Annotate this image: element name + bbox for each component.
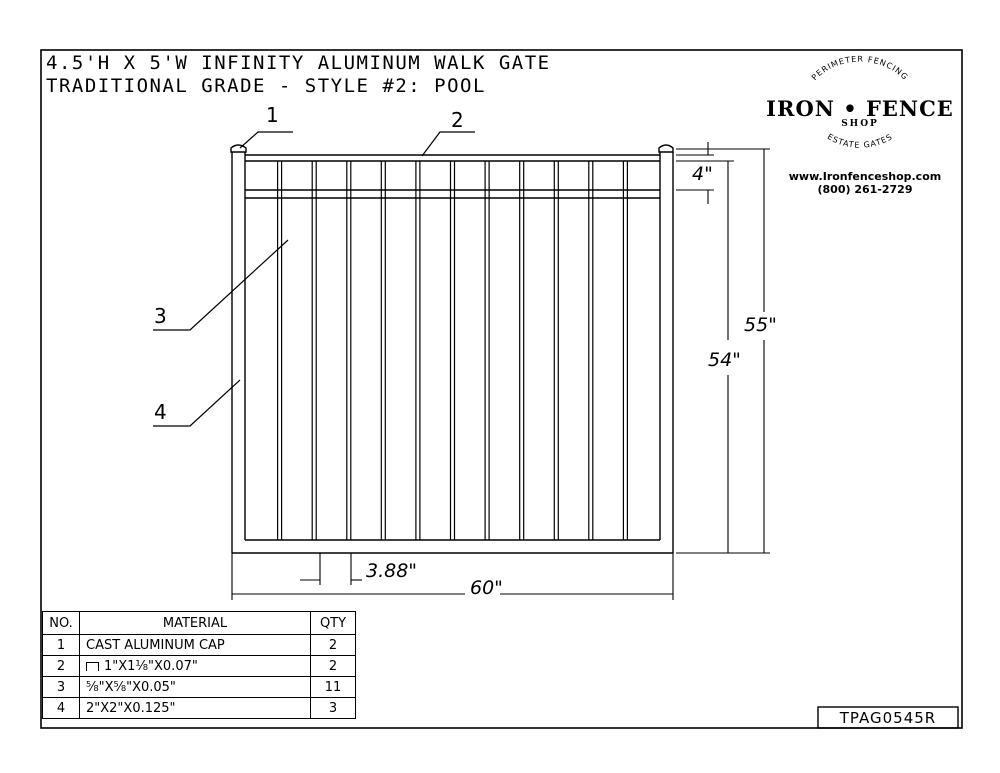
drawing-title: 4.5'H X 5'W INFINITY ALUMINUM WALK GATE: [46, 52, 551, 74]
dim-label-width: 60": [470, 577, 503, 599]
dim-frame-height: [676, 160, 770, 554]
bom-header-no: NO.: [42, 611, 80, 635]
middle-rail: [245, 189, 660, 199]
dim-label-frame-height: 54": [708, 349, 741, 371]
bom-row: 1 CAST ALUMINUM CAP 2: [42, 634, 356, 656]
post-cap: [230, 144, 674, 153]
bom-material: CAST ALUMINUM CAP: [79, 634, 311, 656]
bom-no: 1: [42, 634, 80, 656]
bom-qty: 2: [310, 655, 356, 677]
bom-material: 1"X1⅛"X0.07": [79, 655, 311, 677]
dim-label-overall-height: 55": [744, 314, 777, 336]
logo-arc-top: PERIMETER FENCING: [810, 55, 910, 82]
right-post: [659, 152, 674, 553]
logo-url: www.Ironfenceshop.com: [788, 170, 942, 183]
bom-header-row: NO. MATERIAL QTY: [42, 611, 356, 635]
bom-row: 2 1"X1⅛"X0.07" 2: [42, 655, 356, 677]
callout-leaders: [153, 131, 475, 427]
bom-header-material: MATERIAL: [79, 611, 311, 635]
dim-label-picket-spacing: 3.88": [366, 560, 418, 582]
bom-no: 4: [42, 697, 80, 719]
dim-overall-height: [676, 148, 770, 553]
logo-wordmark: IRON • FENCE: [766, 96, 954, 121]
bom-row: 3 ⅝"X⅝"X0.05" 11: [42, 676, 356, 698]
logo-phone: (800) 261-2729: [817, 183, 913, 196]
bottom-rail: [232, 539, 673, 554]
dim-picket-spacing: [300, 553, 362, 585]
channel-icon: [86, 661, 99, 671]
bom-material: 2"X2"X0.125": [79, 697, 311, 719]
drawing-number: TPAG0545R: [839, 709, 937, 727]
bom-material: ⅝"X⅝"X0.05": [79, 676, 311, 698]
bom-no: 3: [42, 676, 80, 698]
dim-label-rail-gap: 4": [692, 163, 713, 185]
bom-header-qty: QTY: [310, 611, 356, 635]
callout-1: 1: [266, 103, 279, 127]
callout-4: 4: [154, 400, 167, 424]
drawing-subtitle: TRADITIONAL GRADE - STYLE #2: POOL: [46, 75, 486, 97]
bom-no: 2: [42, 655, 80, 677]
logo-arc-bottom: ESTATE GATES: [826, 132, 895, 150]
bom-qty: 3: [310, 697, 356, 719]
dim-width: [231, 553, 674, 600]
bom-material-text: 1"X1⅛"X0.07": [104, 658, 198, 674]
bom-row: 4 2"X2"X0.125" 3: [42, 697, 356, 719]
top-rail: [245, 154, 660, 162]
bom-qty: 2: [310, 634, 356, 656]
bill-of-materials: NO. MATERIAL QTY 1 CAST ALUMINUM CAP 2 2…: [42, 611, 356, 719]
drawing-number-box: [817, 706, 959, 729]
callout-3: 3: [154, 304, 167, 328]
bom-qty: 11: [310, 676, 356, 698]
left-post: [231, 152, 246, 553]
logo-subtitle: SHOP: [841, 119, 879, 129]
pickets: [277, 161, 629, 540]
dim-rail-gap: [676, 142, 714, 204]
callout-2: 2: [451, 108, 464, 132]
sheet-border: [40, 49, 963, 729]
